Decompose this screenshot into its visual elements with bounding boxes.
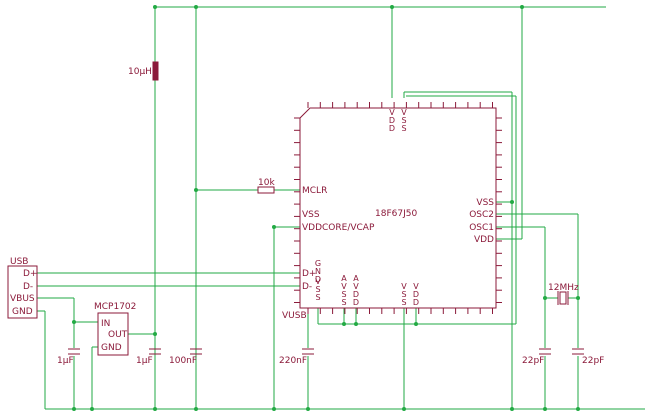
pin-label-gnd-bottom: GND: [315, 259, 321, 284]
vertical-label-char: D: [389, 124, 395, 133]
pin-label-vdd-b2: VDD: [413, 282, 419, 307]
resistor-value: 10k: [258, 178, 275, 188]
vertical-label-char: V: [401, 282, 407, 291]
inductor-value: 10µH: [128, 67, 152, 77]
regulator-pin-gnd: GND: [101, 343, 122, 353]
vertical-label-char: D: [389, 116, 395, 125]
pin-label-vss-b2: VSS: [401, 282, 407, 307]
cap-input-value: 1µF: [57, 356, 74, 366]
pin-label-vddcore: VDDCORE/VCAP: [302, 223, 375, 233]
vertical-label-char: D: [353, 298, 359, 307]
chip-pin-stubs: [294, 102, 502, 314]
cap-bulk: 100nF: [169, 348, 202, 366]
vertical-label-char: N: [315, 267, 321, 276]
usb-pin-vbus: VBUS: [10, 294, 35, 304]
vertical-label-char: V: [401, 108, 407, 117]
cap-osc1: 22pF: [522, 348, 551, 366]
junctions: [72, 5, 580, 411]
vertical-label-char: V: [315, 277, 321, 286]
voltage-regulator: MCP1702 IN OUT GND: [94, 302, 136, 356]
pin-label-mclr: MCLR: [302, 186, 327, 196]
resistor: 10k: [257, 178, 275, 194]
vertical-label-char: S: [401, 298, 406, 307]
vertical-label-char: D: [315, 275, 321, 284]
usb-pin-gnd: GND: [12, 307, 33, 317]
inductor: 10µH: [128, 61, 159, 81]
vusb-label: VUSB: [282, 311, 307, 321]
vertical-label-char: D: [413, 298, 419, 307]
vertical-label-char: S: [315, 285, 320, 294]
regulator-name: MCP1702: [94, 302, 136, 312]
cap-vusb: 220nF: [279, 348, 314, 366]
cap-bulk-value: 100nF: [169, 356, 197, 366]
cap-input: 1µF: [57, 348, 80, 366]
pin-label-vss-top: VSS: [401, 108, 407, 133]
vertical-label-char: S: [341, 290, 346, 299]
chip-name: 18F67J50: [375, 209, 417, 219]
vertical-label-char: A: [353, 274, 359, 283]
pin-label-osc2: OSC2: [469, 210, 494, 220]
cap-osc2-value: 22pF: [582, 356, 604, 366]
vertical-label-char: V: [353, 282, 359, 291]
pin-label-vss-left: VSS: [302, 210, 320, 220]
pin-label-vdd-top: VDD: [389, 108, 395, 133]
pin-label-dplus: D+: [302, 269, 316, 279]
vertical-label-char: S: [401, 116, 406, 125]
usb-pin-dminus: D-: [23, 282, 33, 292]
cap-osc2: 22pF: [572, 348, 604, 366]
crystal: 12MHz: [548, 283, 579, 305]
cap-osc1-value: 22pF: [522, 356, 544, 366]
pin-label-vss-bottom: VSS: [315, 277, 321, 302]
regulator-pin-in: IN: [101, 319, 110, 329]
cap-vusb-value: 220nF: [279, 356, 307, 366]
cap-output: 1µF: [136, 348, 161, 366]
pin-label-vdd-right: VDD: [474, 235, 494, 245]
vertical-label-char: A: [341, 274, 347, 283]
pin-label-vss-right: VSS: [476, 198, 494, 208]
cap-output-value: 1µF: [136, 356, 153, 366]
pin-label-osc1: OSC1: [469, 223, 494, 233]
vertical-label-char: V: [341, 282, 347, 291]
crystal-value: 12MHz: [548, 283, 579, 293]
vertical-label-char: S: [401, 290, 406, 299]
usb-pin-dplus: D+: [23, 269, 37, 279]
regulator-pin-out: OUT: [108, 330, 128, 340]
vertical-label-char: D: [413, 290, 419, 299]
vertical-label-char: S: [315, 293, 320, 302]
usb-connector: USB D+ D- VBUS GND: [7, 257, 38, 319]
vertical-label-char: V: [389, 108, 395, 117]
vertical-label-char: S: [401, 124, 406, 133]
usb-title: USB: [10, 257, 28, 267]
vertical-label-char: G: [315, 259, 321, 268]
vertical-label-char: S: [341, 298, 346, 307]
pin-label-dminus: D-: [302, 282, 312, 292]
wires: [37, 6, 645, 410]
vertical-label-char: V: [413, 282, 419, 291]
vertical-label-char: D: [353, 290, 359, 299]
mcu-chip: 18F67J50 MCLR VSS VDDCORE/VCAP D+ D- VSS…: [282, 102, 502, 321]
